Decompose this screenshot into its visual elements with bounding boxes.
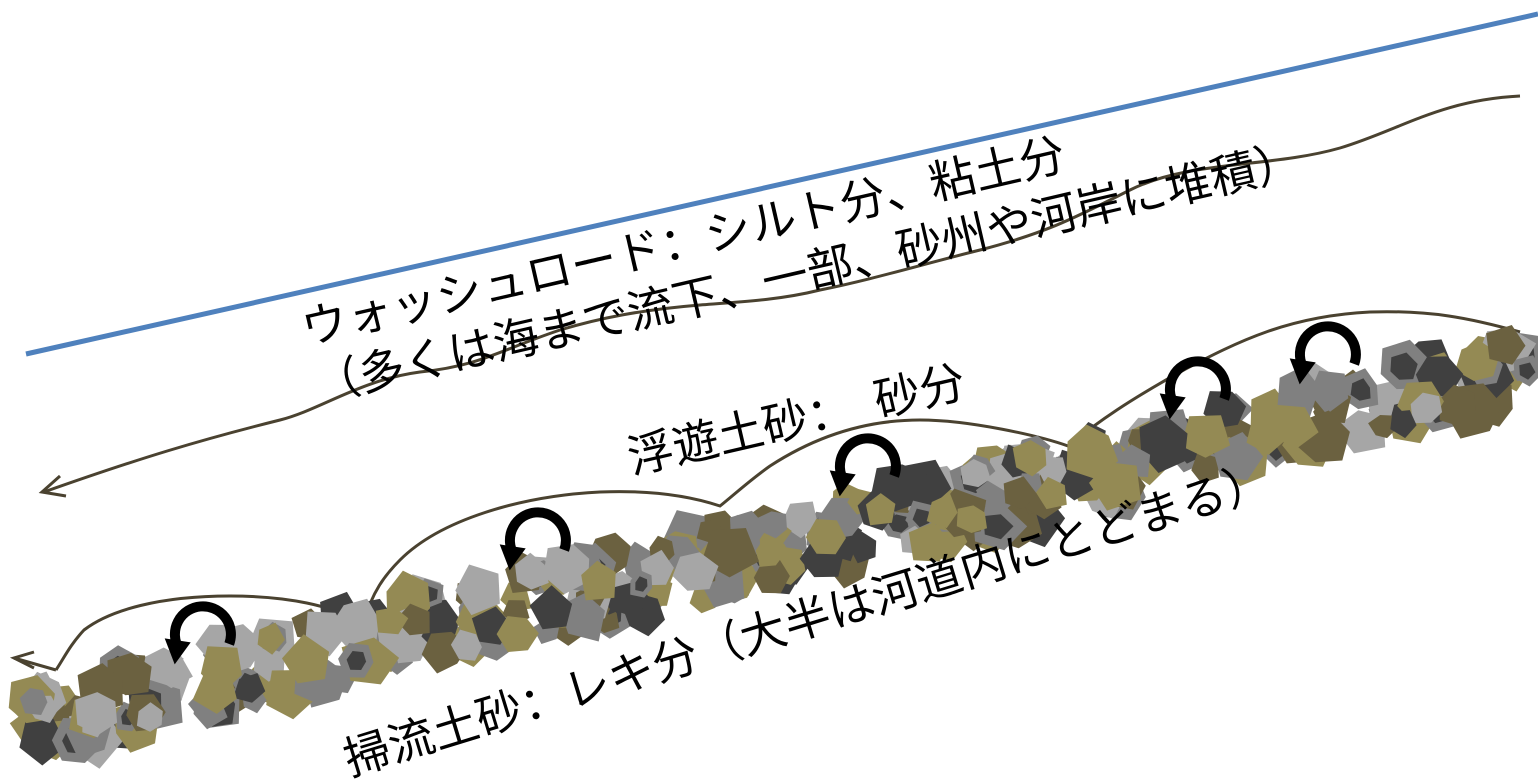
bedload-stone [672, 552, 719, 591]
bedload-stone [805, 519, 846, 555]
bedload-stone [152, 656, 193, 689]
rotation-arrow-icon [829, 433, 901, 497]
bedload-stone [75, 692, 118, 735]
bedload-stone [581, 560, 616, 601]
bedload-stones [8, 325, 1538, 769]
bedload-stone [515, 552, 549, 590]
bedload-stone-core [346, 651, 367, 670]
bedload-stone [19, 688, 48, 715]
bedload-stone [529, 585, 573, 630]
bedload-stone [496, 616, 539, 652]
bedload-stone [375, 607, 409, 635]
bedload-stone [200, 646, 242, 695]
bedload-stone [450, 629, 482, 661]
arrow-head-left-icon [38, 474, 67, 498]
bedload-stone [1089, 462, 1141, 511]
bedload-stone [1273, 404, 1319, 450]
bedload-stone-core [1390, 352, 1418, 380]
bedload-stone [1390, 410, 1417, 439]
bedload-stone [1410, 392, 1443, 424]
bedload-stone [257, 622, 285, 655]
bedload-stone [1139, 415, 1188, 473]
rotation-arrow-icon [164, 601, 236, 665]
bedload-stone [1012, 440, 1047, 477]
bedload-stone [1309, 370, 1349, 415]
bedload-stone [136, 702, 163, 732]
washload-path [43, 94, 1521, 494]
bedload-stone [755, 536, 784, 567]
bedload-stone [19, 718, 67, 766]
bedload-stone [455, 564, 500, 616]
bedload-stone [908, 522, 950, 562]
bedload-stone-core [1519, 362, 1536, 380]
bedload-stone [960, 459, 991, 488]
bedload-stone [1191, 452, 1219, 484]
suspended-path [54, 310, 1521, 671]
bedload-stone [1180, 415, 1231, 458]
rotation-arrow-icon [499, 507, 571, 571]
bedload-stone-core [983, 514, 1014, 540]
bedload-stone-core [887, 514, 909, 533]
bedload-stone [757, 511, 787, 539]
rotation-arrow-icon [1289, 321, 1361, 385]
rolling-arrows [164, 321, 1361, 665]
bedload-stone [1486, 325, 1526, 365]
bedload-stone [395, 603, 430, 636]
bedload-stone [956, 505, 987, 533]
bedload-stone [865, 493, 896, 526]
bedload-stone [926, 493, 958, 529]
bedload-stone [233, 673, 266, 703]
water-surface-line [25, 11, 1538, 357]
bedload-stone [282, 634, 330, 684]
bedload-stone [753, 559, 790, 594]
bedload-stone [848, 531, 877, 564]
bedload-stone-core [1350, 378, 1371, 401]
bedload-stone [1368, 415, 1396, 439]
bedload-stone [1036, 476, 1067, 510]
bedload-stone-core [635, 576, 648, 592]
bedload-stone [1003, 476, 1037, 510]
bedload-stone [329, 598, 380, 649]
bedload-stone-core [912, 508, 930, 528]
rotation-arrow-icon [1159, 356, 1231, 420]
bedload-stone [543, 544, 590, 595]
bedload-stone [781, 501, 818, 539]
suspended-arrow-shaft [13, 656, 57, 672]
bedload-stone [1439, 384, 1476, 427]
bedload-stone [1277, 366, 1320, 418]
